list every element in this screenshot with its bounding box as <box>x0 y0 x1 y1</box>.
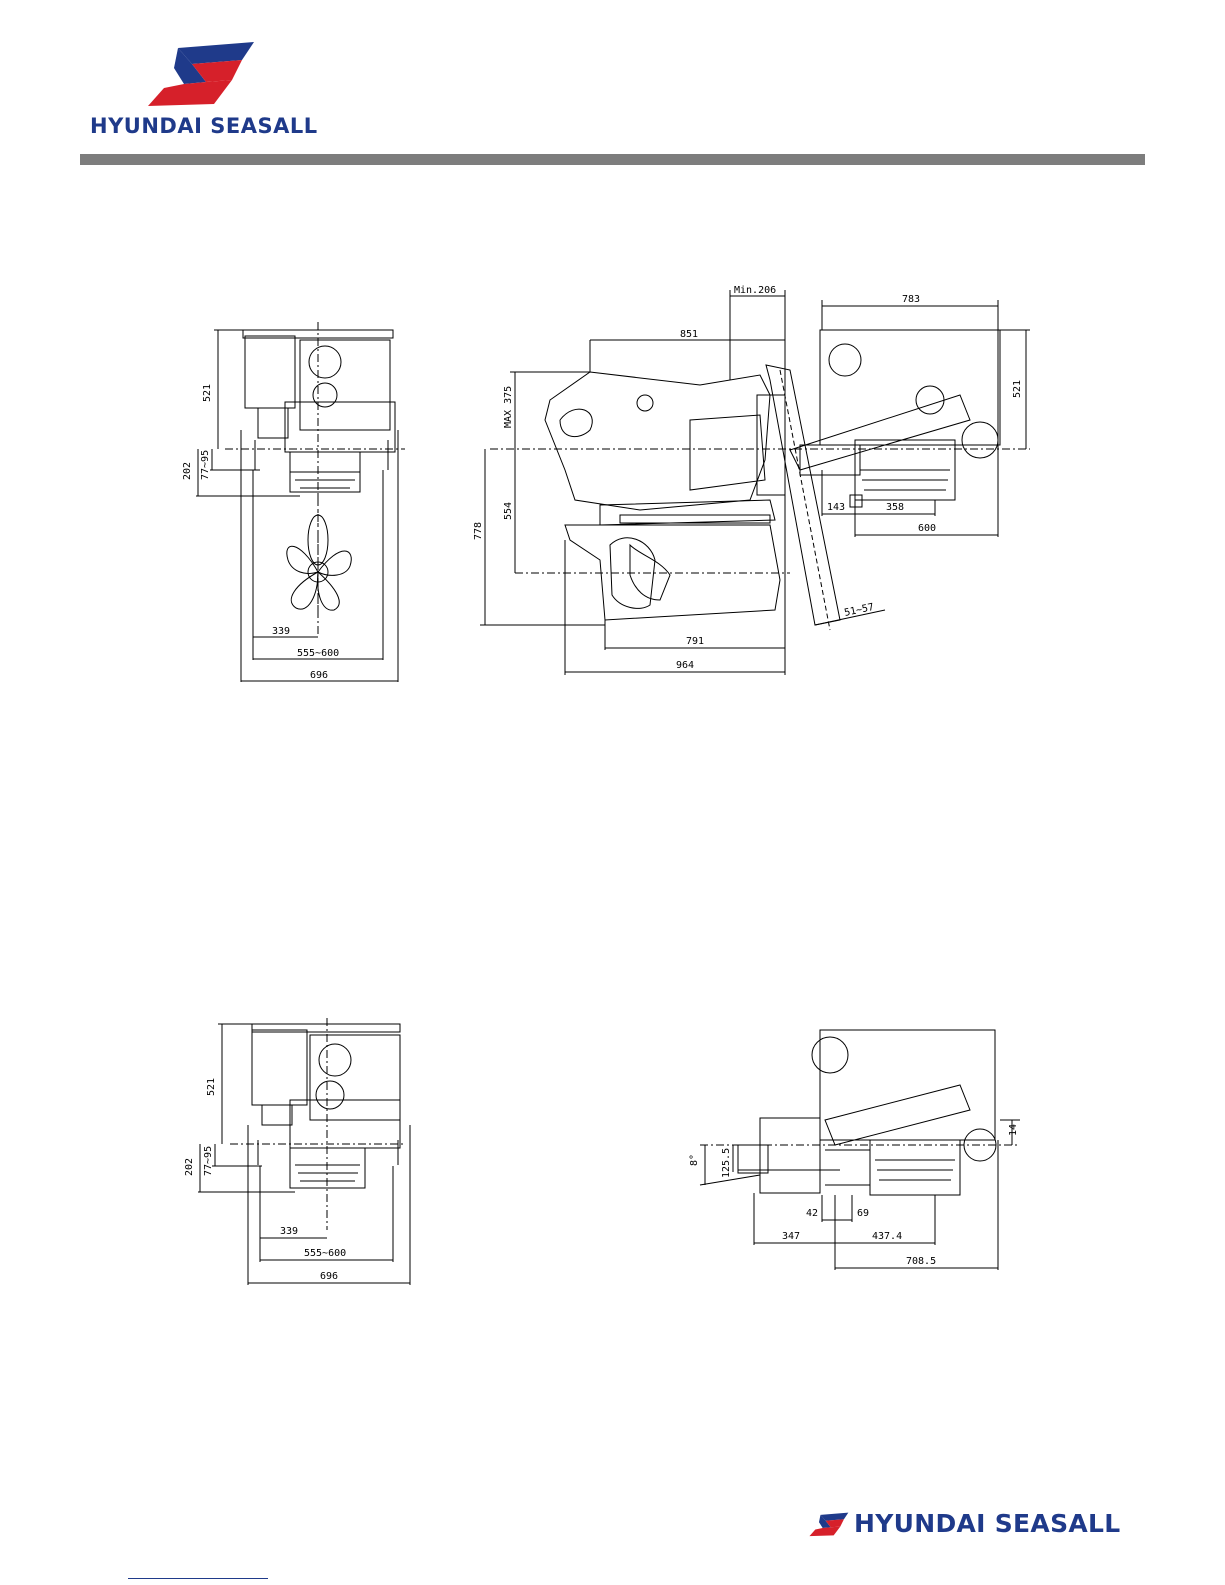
sb-dim-708-5: 708.5 <box>906 1256 936 1267</box>
sb-dim-437-4: 437.4 <box>872 1231 902 1242</box>
sb-dim-8deg: 8° <box>689 1154 700 1166</box>
st-dim-51-57: 51~57 <box>843 602 875 619</box>
st-dim-max375: MAX 375 <box>503 386 514 428</box>
ft-dim-521: 521 <box>202 384 213 402</box>
fb-dim-202: 202 <box>184 1158 195 1176</box>
front-view-bottom <box>198 1018 410 1285</box>
st-dim-600: 600 <box>918 523 936 534</box>
footer-logo: HYUNDAI SEASALL <box>808 1507 1138 1541</box>
st-dim-851: 851 <box>680 329 698 340</box>
st-dim-964: 964 <box>676 660 694 671</box>
st-dim-791: 791 <box>686 636 704 647</box>
side-view-bottom <box>700 1030 1020 1270</box>
ft-dim-555-600: 555~600 <box>297 648 339 659</box>
fb-dim-521: 521 <box>206 1078 217 1096</box>
fb-dim-555-600: 555~600 <box>304 1248 346 1259</box>
footer-brand-name: HYUNDAI SEASALL <box>854 1509 1121 1538</box>
sb-dim-69: 69 <box>857 1208 869 1219</box>
st-dim-554: 554 <box>503 502 514 520</box>
st-dim-358: 358 <box>886 502 904 513</box>
fb-dim-339: 339 <box>280 1226 298 1237</box>
sb-dim-347: 347 <box>782 1231 800 1242</box>
sb-dim-42: 42 <box>806 1208 818 1219</box>
ft-dim-696: 696 <box>310 670 328 681</box>
st-dim-783: 783 <box>902 294 920 305</box>
sb-dim-125-5: 125.5 <box>721 1148 732 1178</box>
ft-dim-339: 339 <box>272 626 290 637</box>
sb-dim-14: 14 <box>1008 1124 1019 1136</box>
ft-dim-202: 202 <box>182 462 193 480</box>
footer-underline <box>128 1578 268 1579</box>
front-view-top <box>196 322 405 682</box>
fb-dim-77-95: 77~95 <box>203 1146 214 1176</box>
fb-dim-696: 696 <box>320 1271 338 1282</box>
st-dim-143: 143 <box>827 502 845 513</box>
st-dim-778: 778 <box>473 522 484 540</box>
st-dim-521: 521 <box>1012 380 1023 398</box>
side-view-top <box>480 290 1030 675</box>
st-dim-min206: Min.206 <box>734 285 776 296</box>
ft-dim-77-95: 77~95 <box>200 450 211 480</box>
seasall-logo-small-icon <box>808 1509 852 1539</box>
